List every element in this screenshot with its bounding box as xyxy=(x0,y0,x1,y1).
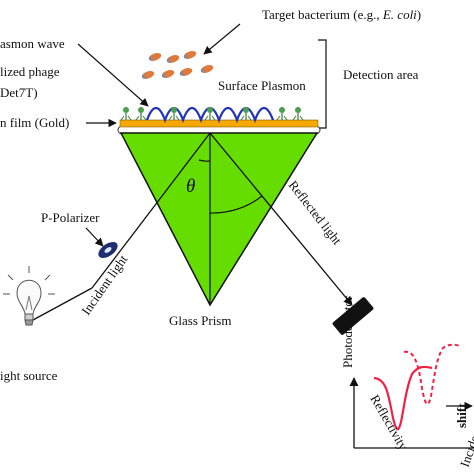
phage-name-label: Det7T) xyxy=(0,85,38,100)
immobilized-phage-label: lized phage xyxy=(0,64,60,79)
bacterium-icon xyxy=(200,65,214,73)
phage-layer xyxy=(120,107,304,121)
polarizer-pointer xyxy=(85,227,104,247)
bacterium-icon xyxy=(161,70,175,78)
phage-icon xyxy=(276,107,288,121)
plasmon-wave-label: asmon wave xyxy=(0,36,65,51)
p-polarizer-label: P-Polarizer xyxy=(41,210,100,225)
bacterium-icon xyxy=(183,51,197,59)
incidence-label: Incide xyxy=(457,433,474,469)
phage-icon xyxy=(168,107,180,121)
incident-ray xyxy=(91,132,211,289)
phage-icon xyxy=(204,107,216,121)
shift-label: shift xyxy=(454,403,469,428)
detection-area-bracket xyxy=(318,39,327,129)
phage-icon xyxy=(292,107,304,121)
phage-icon xyxy=(120,107,132,121)
curve-before-binding xyxy=(373,365,433,431)
bacterium-icon xyxy=(179,68,193,76)
phage-icon xyxy=(240,107,252,121)
plasmon-wave-pointer xyxy=(77,43,149,107)
reflected-light-label: Reflected light xyxy=(286,178,345,248)
thin-film-label: n film (Gold) xyxy=(0,115,69,130)
detection-area-label: Detection area xyxy=(343,67,419,82)
surface-plasmon-label: Surface Plasmon xyxy=(218,78,306,93)
incidence-angle-arc xyxy=(198,159,211,162)
glass-prism xyxy=(119,132,319,307)
photodetector-icon xyxy=(332,297,374,335)
curve-after-binding xyxy=(403,343,461,406)
bacterium-icon xyxy=(148,53,162,61)
reflected-ray xyxy=(209,132,353,306)
theta-symbol: θ xyxy=(186,176,195,197)
bacterium-icon xyxy=(166,55,180,63)
photodetector-label: Photodetector xyxy=(340,295,355,368)
polarizer-icon xyxy=(98,242,118,258)
phage-icon xyxy=(135,107,147,121)
target-bacterium-label: Target bacterium (e.g., E. coli) xyxy=(262,7,421,22)
bacteria-cluster xyxy=(141,51,214,79)
incident-light-label: Incident light xyxy=(78,252,130,318)
glass-prism-label: Glass Prism xyxy=(169,313,231,328)
bacterium-pointer xyxy=(203,23,241,55)
reflectivity-plot: shift Reflectivity Incide xyxy=(349,343,474,469)
light-source-label: ight source xyxy=(0,368,58,383)
incident-light-path xyxy=(32,287,93,321)
light-bulb-icon xyxy=(3,266,55,326)
bacterium-icon xyxy=(141,71,155,79)
reflection-angle-arc xyxy=(209,195,263,214)
